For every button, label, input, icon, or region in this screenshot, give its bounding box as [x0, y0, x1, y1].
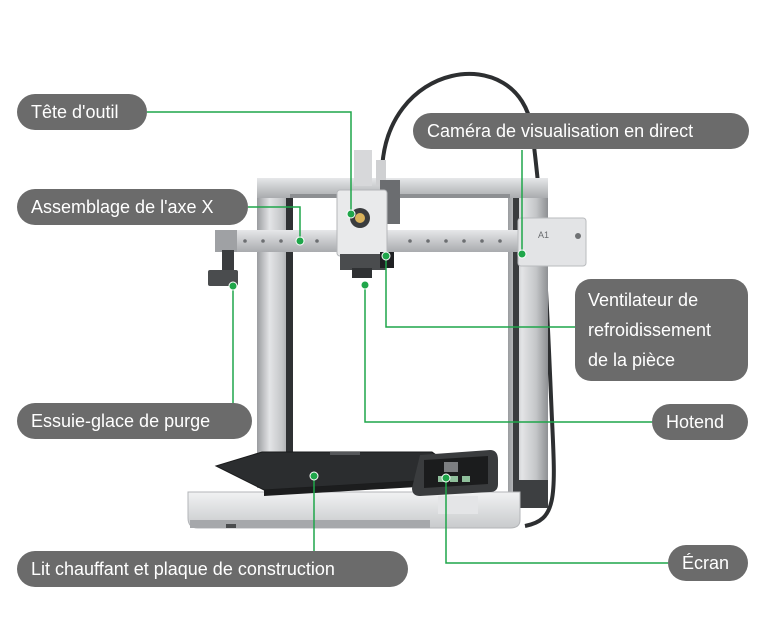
leader-part-cooling-fan-dot: [381, 251, 391, 261]
printer-base: [187, 491, 521, 529]
callout-purge-wiper-text: Essuie-glace de purge: [31, 411, 211, 431]
leader-x-axis-assembly-line: [248, 206, 301, 241]
callout-screen-text: Écran: [682, 553, 730, 573]
callout-purge-wiper: Essuie-glace de purge: [17, 403, 252, 439]
callout-hotend: Hotend: [652, 404, 748, 440]
leader-x-axis-assembly-dot: [295, 236, 305, 246]
leader-hotend-dot: [360, 280, 370, 290]
purge-wiper-body: [208, 270, 238, 286]
callout-part-cooling-fan-line-2: refroidissement: [588, 320, 712, 340]
callout-hotend-text: Hotend: [666, 412, 725, 432]
callout-heatbed-build-plate: Lit chauffant et plaque de construction: [17, 551, 408, 587]
callout-tool-head-text: Tête d'outil: [31, 102, 119, 122]
gantry-housing: [517, 217, 587, 267]
leader-screen-line: [445, 478, 668, 564]
callout-screen: Écran: [668, 545, 748, 581]
leader-part-cooling-fan-line: [385, 256, 575, 328]
leader-tool-head-line: [147, 111, 352, 214]
leader-tool-head-dot: [346, 209, 356, 219]
callout-x-axis-assembly: Assemblage de l'axe X: [17, 189, 248, 225]
callout-x-axis-assembly-text: Assemblage de l'axe X: [31, 197, 214, 217]
callout-part-cooling-fan: Ventilateur de refroidissement de la piè…: [575, 279, 748, 381]
callout-part-cooling-fan-line-1: Ventilateur de: [588, 290, 699, 310]
callout-part-cooling-fan-line-3: de la pièce: [588, 350, 676, 370]
callout-tool-head: Tête d'outil: [17, 94, 147, 130]
leader-hotend-line: [364, 285, 652, 423]
leader-screen-dot: [441, 473, 451, 483]
leader-purge-wiper-dot: [228, 281, 238, 291]
top-crossbar: [257, 178, 548, 198]
leader-heatbed-dot: [309, 471, 319, 481]
leader-live-view-camera-dot: [517, 249, 527, 259]
callout-live-view-camera-text: Caméra de visualisation en direct: [427, 121, 694, 141]
callout-heatbed-build-plate-text: Lit chauffant et plaque de construction: [31, 559, 335, 579]
model-badge: A1: [538, 230, 549, 240]
callout-live-view-camera: Caméra de visualisation en direct: [413, 113, 749, 149]
